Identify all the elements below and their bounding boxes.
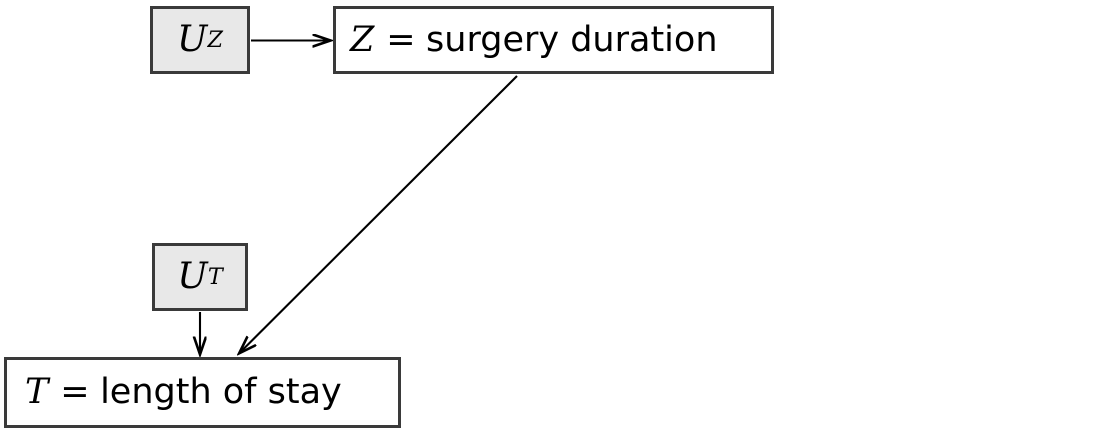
node-ut-subscript: T — [207, 263, 223, 290]
node-ut-symbol: U — [177, 256, 208, 297]
node-uz-subscript: Z — [207, 26, 224, 53]
node-z[interactable]: Z =surgery duration — [333, 6, 774, 74]
node-uz-symbol: U — [176, 19, 208, 60]
node-t-symbol: T — [25, 372, 49, 412]
node-t-description: length of stay — [100, 372, 342, 412]
node-z-symbol: Z — [350, 19, 375, 60]
node-z-equals: = — [386, 19, 416, 60]
edge-z-to-t — [240, 75, 518, 353]
node-t-equals: = — [60, 372, 90, 412]
node-t[interactable]: T =length of stay — [4, 357, 401, 428]
node-z-description: surgery duration — [426, 19, 718, 60]
